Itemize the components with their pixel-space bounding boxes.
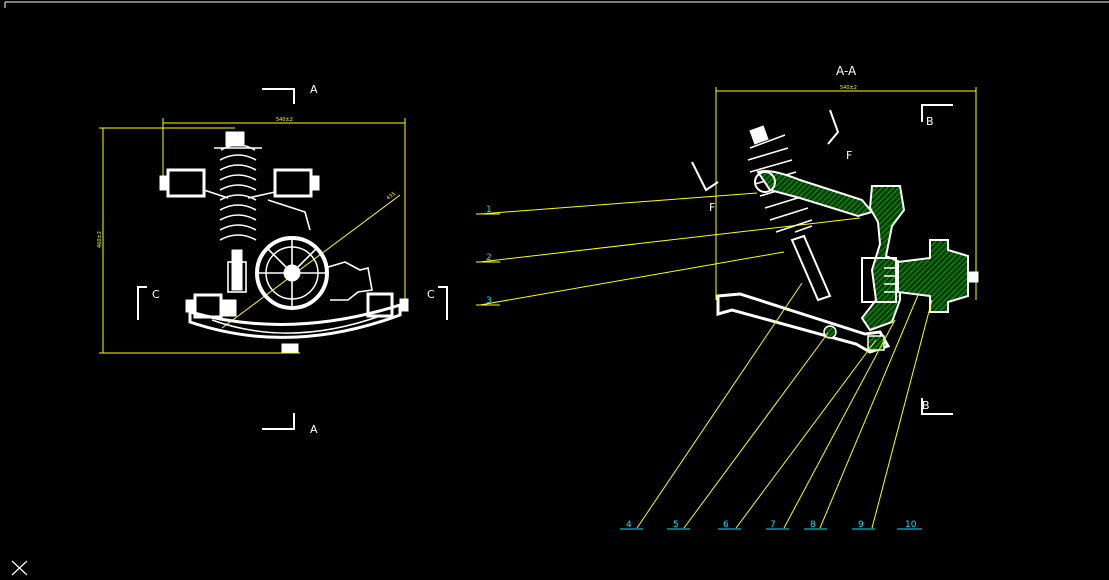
callout-4: 4 — [626, 520, 632, 530]
view-label-f-left: F — [709, 201, 715, 214]
dimension-width-right: 540±2 — [715, 85, 977, 300]
dim-height-text: 460±2 — [97, 231, 103, 248]
section-label-b-top: B — [926, 115, 934, 128]
section-marker-a-bottom: A — [262, 413, 318, 436]
section-label-b-bottom: B — [922, 399, 930, 412]
callouts-left: 1 2 3 — [476, 192, 861, 306]
callout-8: 8 — [810, 520, 816, 530]
callout-9: 9 — [858, 520, 864, 530]
dim-width-text: 540±2 — [276, 117, 293, 123]
callout-7: 7 — [770, 520, 776, 530]
front-view: 540±2 460±2 435 A A C — [97, 83, 448, 436]
coil-spring-right — [747, 125, 832, 302]
section-view-a-a: A-A 540±2 B B F F — [691, 64, 979, 415]
ucs-cross-icon — [11, 560, 28, 576]
wheel-hub-right — [884, 239, 979, 313]
callout-2: 2 — [486, 253, 492, 263]
section-marker-b-top: B — [921, 104, 953, 128]
callout-3: 3 — [486, 296, 492, 306]
callout-10: 10 — [905, 520, 917, 530]
section-marker-b-bottom: B — [921, 398, 953, 415]
section-marker-c-right: C — [427, 286, 448, 320]
section-title-a-a: A-A — [836, 64, 857, 78]
callout-6: 6 — [723, 520, 729, 530]
section-label-a-bottom: A — [310, 423, 318, 436]
view-arrow-f-left: F — [691, 161, 719, 214]
upper-control-arm-right — [754, 170, 874, 218]
section-label-c-left: C — [152, 288, 160, 301]
section-marker-c-left: C — [137, 286, 160, 320]
view-label-f-top: F — [846, 149, 852, 162]
callouts-bottom: 4 5 6 7 8 9 10 — [620, 282, 933, 530]
lower-control-arm-left — [185, 292, 409, 353]
dimension-height-left: 460±2 — [97, 127, 300, 354]
section-label-a-top: A — [310, 83, 318, 96]
coil-spring-left — [214, 131, 262, 293]
steering-knuckle — [860, 185, 906, 332]
callout-5: 5 — [673, 520, 679, 530]
upper-mount-right — [273, 168, 320, 198]
dim-width-right-text: 540±2 — [840, 85, 857, 91]
view-arrow-f-top: F — [827, 109, 852, 162]
dim-diagonal-text: 435 — [386, 191, 397, 202]
dimension-diagonal: 435 — [221, 191, 401, 329]
frame-top-edge — [4, 1, 1109, 8]
callout-1: 1 — [486, 205, 492, 215]
upper-mount-left — [159, 168, 206, 198]
section-label-c-right: C — [427, 288, 435, 301]
section-marker-a-top: A — [262, 83, 318, 104]
hub-disc-left — [255, 236, 329, 310]
